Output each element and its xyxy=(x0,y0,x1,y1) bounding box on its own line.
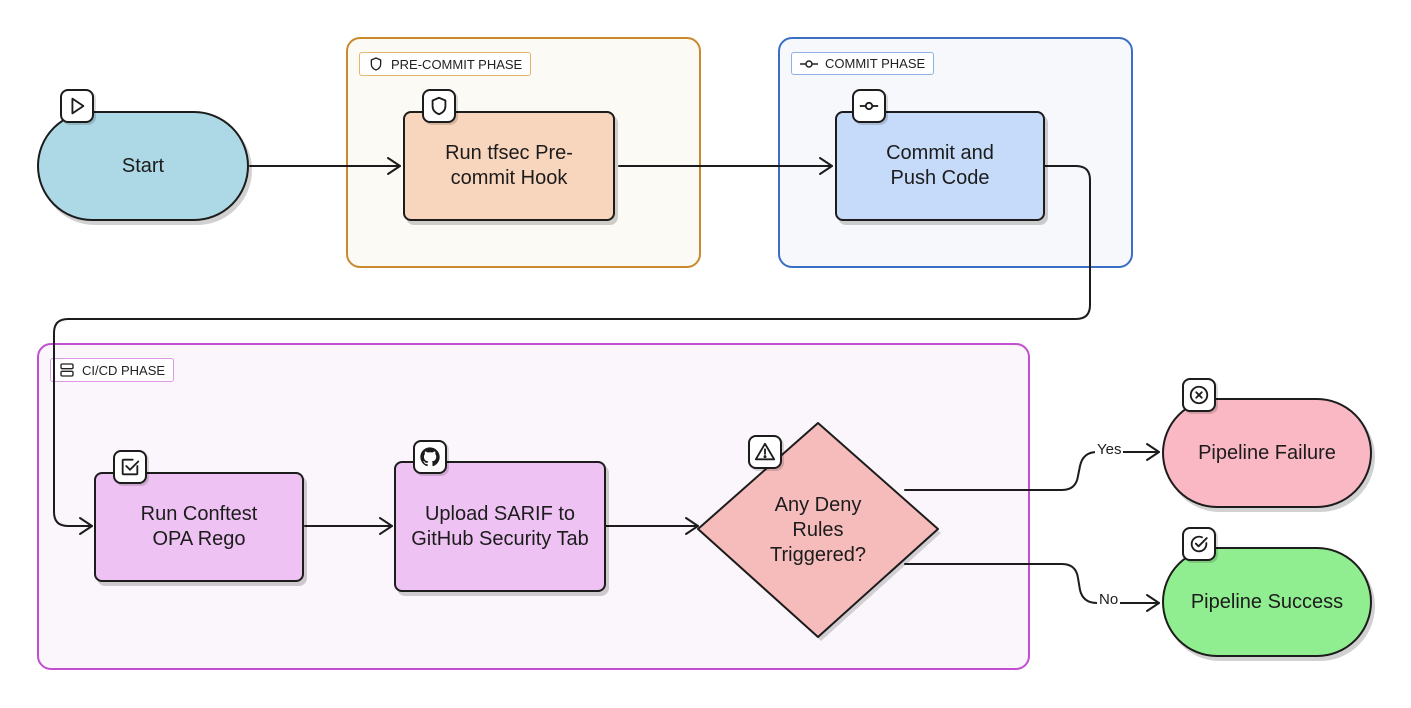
shield-icon xyxy=(370,57,382,71)
git-commit-icon xyxy=(800,59,818,68)
edge-deny-failure xyxy=(904,451,1160,491)
arrowhead xyxy=(387,157,401,175)
shield-icon xyxy=(422,89,456,123)
cicd-phase-label: CI/CD PHASE xyxy=(50,358,175,382)
commit-phase-title: COMMIT PHASE xyxy=(825,56,926,71)
edge-commit-conftest xyxy=(53,165,1091,527)
precommit-phase-title: PRE-COMMIT PHASE xyxy=(391,56,523,72)
edge-label-no: No xyxy=(1097,591,1121,608)
conftest-node[interactable]: Run Conftest OPA Rego xyxy=(94,472,304,582)
arrowhead xyxy=(1146,594,1160,612)
success-node-label: Pipeline Success xyxy=(1190,590,1344,613)
tfsec-node[interactable]: Run tfsec Pre-commit Hook xyxy=(403,111,615,221)
start-node[interactable]: Start xyxy=(37,111,249,221)
arrowhead xyxy=(819,157,833,175)
edge-deny-success xyxy=(904,563,1160,604)
play-icon xyxy=(60,89,94,123)
sarif-node-label: Upload SARIF to GitHub Security Tab xyxy=(411,502,589,550)
server-icon xyxy=(60,363,74,377)
x-circle-icon xyxy=(1182,378,1216,412)
deny-decision-label-wrap: Any Deny Rules Triggered? xyxy=(758,480,878,580)
cicd-phase-title: CI/CD PHASE xyxy=(82,362,166,378)
start-node-label: Start xyxy=(121,154,165,177)
sarif-node[interactable]: Upload SARIF to GitHub Security Tab xyxy=(394,461,606,592)
precommit-phase-label: PRE-COMMIT PHASE xyxy=(359,52,532,76)
commit-phase-label: COMMIT PHASE xyxy=(791,52,935,75)
git-commit-icon xyxy=(852,89,886,123)
conftest-node-label: Run Conftest OPA Rego xyxy=(140,503,258,550)
arrowhead xyxy=(1146,443,1160,461)
warning-icon xyxy=(748,435,782,469)
arrowhead xyxy=(685,517,699,535)
deny-decision-shape[interactable] xyxy=(690,415,950,645)
failure-node-label: Pipeline Failure xyxy=(1198,441,1336,464)
edge-label-yes: Yes xyxy=(1095,441,1124,458)
commit-push-node[interactable]: Commit and Push Code xyxy=(835,111,1045,221)
arrowhead xyxy=(379,517,393,535)
deny-decision-label: Any Deny Rules Triggered? xyxy=(770,493,866,566)
github-icon xyxy=(413,440,447,474)
tfsec-node-label: Run tfsec Pre-commit Hook xyxy=(445,142,573,189)
success-node[interactable]: Pipeline Success xyxy=(1162,547,1372,657)
check-circle-icon xyxy=(1182,527,1216,561)
arrowhead xyxy=(79,517,93,535)
failure-node[interactable]: Pipeline Failure xyxy=(1162,398,1372,508)
commit-push-node-label: Commit and Push Code xyxy=(886,142,994,189)
checkbox-icon xyxy=(113,450,147,484)
